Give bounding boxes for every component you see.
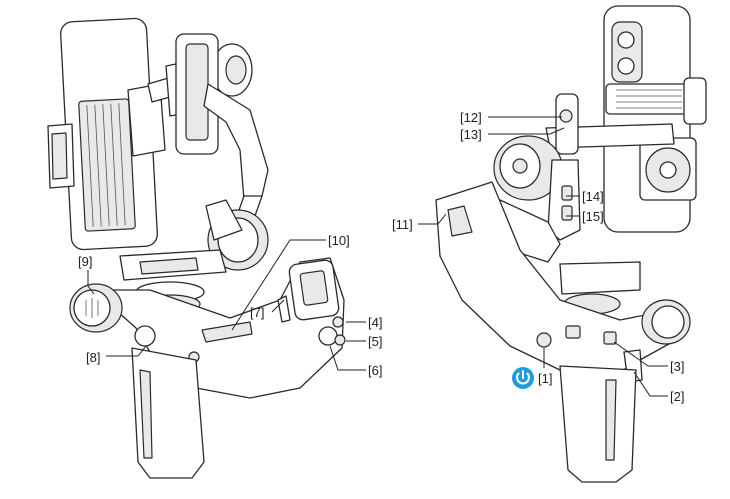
- label-6: [6]: [368, 363, 382, 378]
- label-4: [4]: [368, 315, 382, 330]
- power-icon: [512, 367, 534, 389]
- label-5: [5]: [368, 334, 382, 349]
- label-10: [10]: [328, 233, 350, 248]
- label-11: [11]: [392, 217, 413, 232]
- callout-labels: [9] [8] [7] [10] [4] [5] [6] [12] [13] […: [78, 110, 684, 404]
- gimbal-rear-view: [435, 5, 707, 483]
- label-14: [14]: [582, 189, 604, 204]
- label-2: [2]: [670, 389, 684, 404]
- label-7: [7]: [250, 305, 264, 320]
- label-13: [13]: [460, 127, 482, 142]
- leader-lines: [87, 116, 668, 397]
- label-3: [3]: [670, 359, 684, 374]
- label-8: [8]: [86, 350, 100, 365]
- label-12: [12]: [460, 110, 482, 125]
- label-1: [1]: [538, 371, 552, 386]
- label-9: [9]: [78, 254, 92, 269]
- gimbal-front-view: [47, 17, 346, 479]
- label-15: [15]: [582, 209, 604, 224]
